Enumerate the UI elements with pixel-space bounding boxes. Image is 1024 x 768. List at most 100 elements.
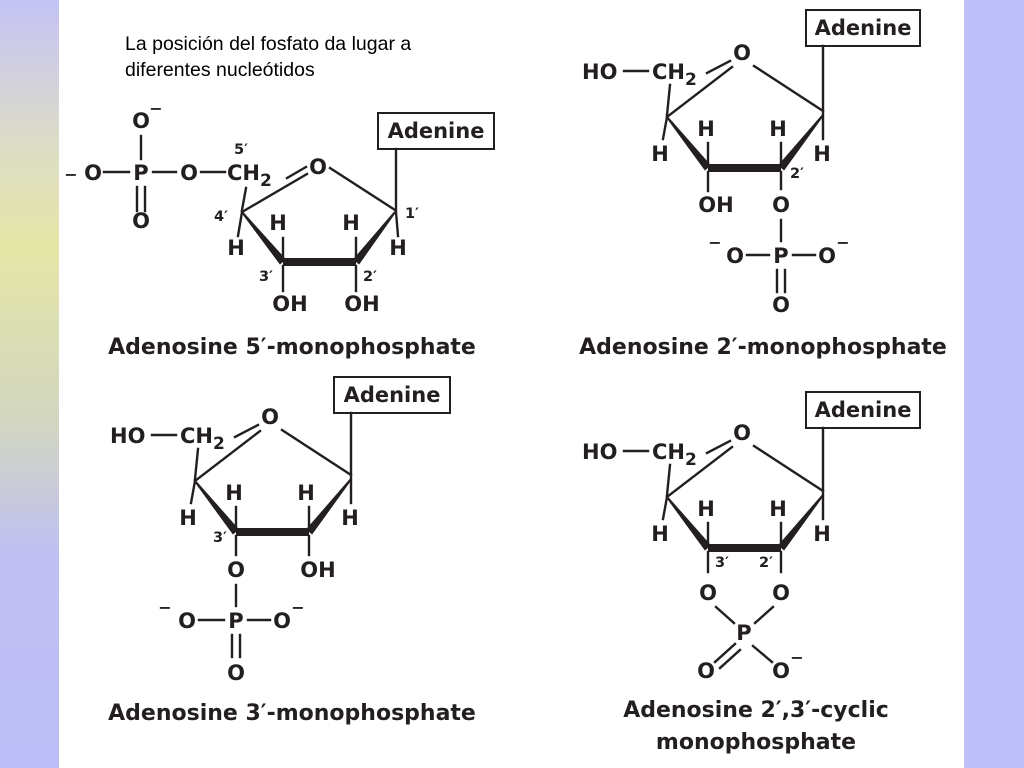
adenine-base-label: Adenine xyxy=(815,398,912,422)
bridge-o: O xyxy=(180,161,198,185)
charge-o-top: − xyxy=(149,99,162,118)
h4: H xyxy=(651,142,669,166)
adenine-base-label: Adenine xyxy=(344,383,441,407)
ring-o-c1-bond xyxy=(280,428,353,477)
h3: H xyxy=(697,117,715,141)
hydroxyl-5: HO xyxy=(110,424,145,448)
cyclic-oxygen-2: O xyxy=(772,581,790,605)
h2: H xyxy=(769,117,787,141)
ch2-group: CH2 xyxy=(652,440,697,470)
h2: H xyxy=(297,481,315,505)
h1: H xyxy=(813,522,831,546)
phosphate-o-double: O xyxy=(227,661,245,685)
h2: H xyxy=(769,497,787,521)
phosphate-o-negative: O xyxy=(772,659,790,683)
phosphorus: P xyxy=(133,161,148,185)
ring-o-c1-bond xyxy=(752,64,825,113)
label-5-prime: 5′ xyxy=(234,142,248,158)
h1: H xyxy=(389,236,407,260)
ester-oxygen: O xyxy=(772,193,790,217)
phosphate-o-double: O xyxy=(132,209,150,233)
hydroxyl-3: OH xyxy=(272,292,307,316)
h2: H xyxy=(342,211,360,235)
label-2-prime: 2′ xyxy=(790,166,804,182)
c5-c4-bond xyxy=(665,83,672,117)
charge-o-negative: − xyxy=(790,648,803,667)
phosphate-o-double: O xyxy=(697,659,715,683)
ch2-ring-o-link xyxy=(705,59,732,75)
p-o-neg-bond xyxy=(751,644,774,664)
label-2-prime: 2′ xyxy=(759,555,773,571)
c4-ring-o-bond xyxy=(665,445,734,499)
o2-p-bond xyxy=(753,605,775,625)
o3-p-bond xyxy=(714,605,736,625)
charge-o-left: − xyxy=(158,598,171,617)
phosphate-o-left: O xyxy=(178,609,196,633)
ester-oxygen: O xyxy=(227,558,245,582)
hydroxyl-3: OH xyxy=(698,193,733,217)
c4-c3-wedge xyxy=(666,496,712,551)
h3: H xyxy=(269,211,287,235)
title-camp-line2: monophosphate xyxy=(656,730,856,755)
adenine-base-label: Adenine xyxy=(388,119,485,143)
c4-ring-o-bond xyxy=(665,65,734,119)
ch2-group: CH2 xyxy=(227,161,272,191)
ch2-ring-o-link xyxy=(233,423,260,439)
c1-c2-wedge xyxy=(352,211,396,265)
c1-c2-wedge xyxy=(777,114,824,171)
ring-oxygen: O xyxy=(261,405,279,429)
label-3-prime: 3′ xyxy=(213,530,227,546)
charge-o-left: − xyxy=(708,233,721,252)
p-o-double-bond-2 xyxy=(718,648,742,670)
label-4-prime: 4′ xyxy=(214,209,228,225)
c1-c2-wedge xyxy=(777,494,824,551)
c4-c3-wedge xyxy=(666,116,712,171)
caption-line-2: diferentes nucleótidos xyxy=(125,59,315,81)
adenine-base-box xyxy=(805,391,921,429)
cyclic-oxygen-3: O xyxy=(699,581,717,605)
title-amp2: Adenosine 2′-monophosphate xyxy=(579,335,947,360)
ring-oxygen: O xyxy=(733,41,751,65)
hydroxyl-5: HO xyxy=(582,440,617,464)
c4-h-bond xyxy=(236,210,244,238)
c4-h-bond xyxy=(189,479,197,505)
c4-h-bond xyxy=(661,115,669,141)
ch2-ring-link xyxy=(285,165,308,180)
phosphate-o-double: O xyxy=(772,293,790,317)
c5-c4-bond xyxy=(665,463,672,497)
label-3-prime: 3′ xyxy=(259,269,273,285)
adenine-base-label: Adenine xyxy=(815,16,912,40)
ring-oxygen: O xyxy=(733,421,751,445)
c1-h-bond xyxy=(394,210,400,238)
ring-oxygen: O xyxy=(309,155,327,179)
phosphate-o-right: O xyxy=(273,609,291,633)
h4: H xyxy=(227,236,245,260)
ch2-group: CH2 xyxy=(652,60,697,90)
right-color-band xyxy=(964,0,1024,768)
caption-line-1: La posición del fosfato da lugar a xyxy=(125,33,412,55)
charge-o-left: − xyxy=(64,165,77,184)
phosphate-o-top: O xyxy=(132,109,150,133)
phosphate-o-right: O xyxy=(818,244,836,268)
hydroxyl-2: OH xyxy=(344,292,379,316)
adenine-base-box xyxy=(333,376,451,414)
adenine-base-box xyxy=(805,9,921,47)
title-camp-line1: Adenosine 2′,3′-cyclic xyxy=(623,698,889,723)
c4-c3-wedge xyxy=(194,480,240,535)
c4-c3-wedge xyxy=(241,211,287,265)
c4-h-bond xyxy=(661,495,669,521)
h1: H xyxy=(341,506,359,530)
phosphate-o-left: O xyxy=(726,244,744,268)
c1-c2-wedge xyxy=(305,478,352,535)
label-1-prime: 1′ xyxy=(405,206,419,222)
phosphorus: P xyxy=(773,244,788,268)
phosphate-o-left: O xyxy=(84,161,102,185)
label-3-prime: 3′ xyxy=(715,555,729,571)
title-amp5: Adenosine 5′-monophosphate xyxy=(108,335,476,360)
